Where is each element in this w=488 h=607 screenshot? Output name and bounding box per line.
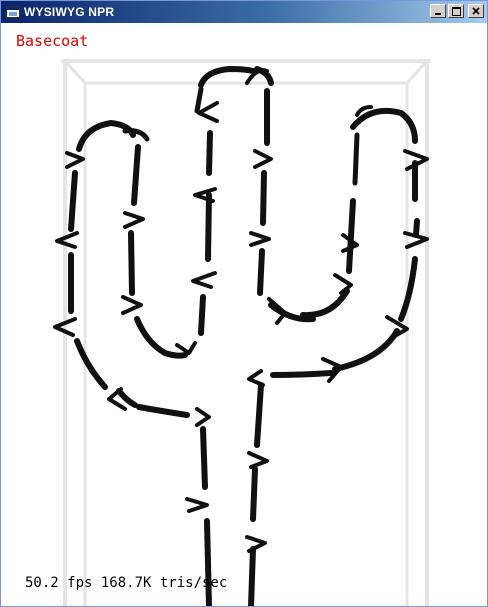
- minimize-button[interactable]: [430, 4, 446, 18]
- window-controls: [430, 4, 484, 18]
- cactus-outline-strokes: [68, 65, 420, 606]
- close-button[interactable]: [468, 4, 484, 18]
- maximize-button[interactable]: [448, 4, 464, 18]
- performance-stats: 50.2 fps 168.7K tris/sec: [25, 575, 228, 591]
- app-window-icon[interactable]: [5, 4, 21, 20]
- frame-panel: [61, 59, 431, 606]
- render-viewport[interactable]: Basecoat 50.2 fps 168.7K tris/sec: [1, 23, 487, 606]
- minimize-icon: [435, 13, 441, 15]
- title-bar[interactable]: WYSIWYG NPR: [1, 1, 487, 23]
- npr-cactus-scene: [53, 59, 431, 606]
- window-title: WYSIWYG NPR: [24, 5, 115, 19]
- close-icon: [472, 7, 480, 15]
- spine-marks: [53, 101, 429, 553]
- render-mode-label: Basecoat: [16, 32, 89, 50]
- maximize-icon: [451, 6, 461, 16]
